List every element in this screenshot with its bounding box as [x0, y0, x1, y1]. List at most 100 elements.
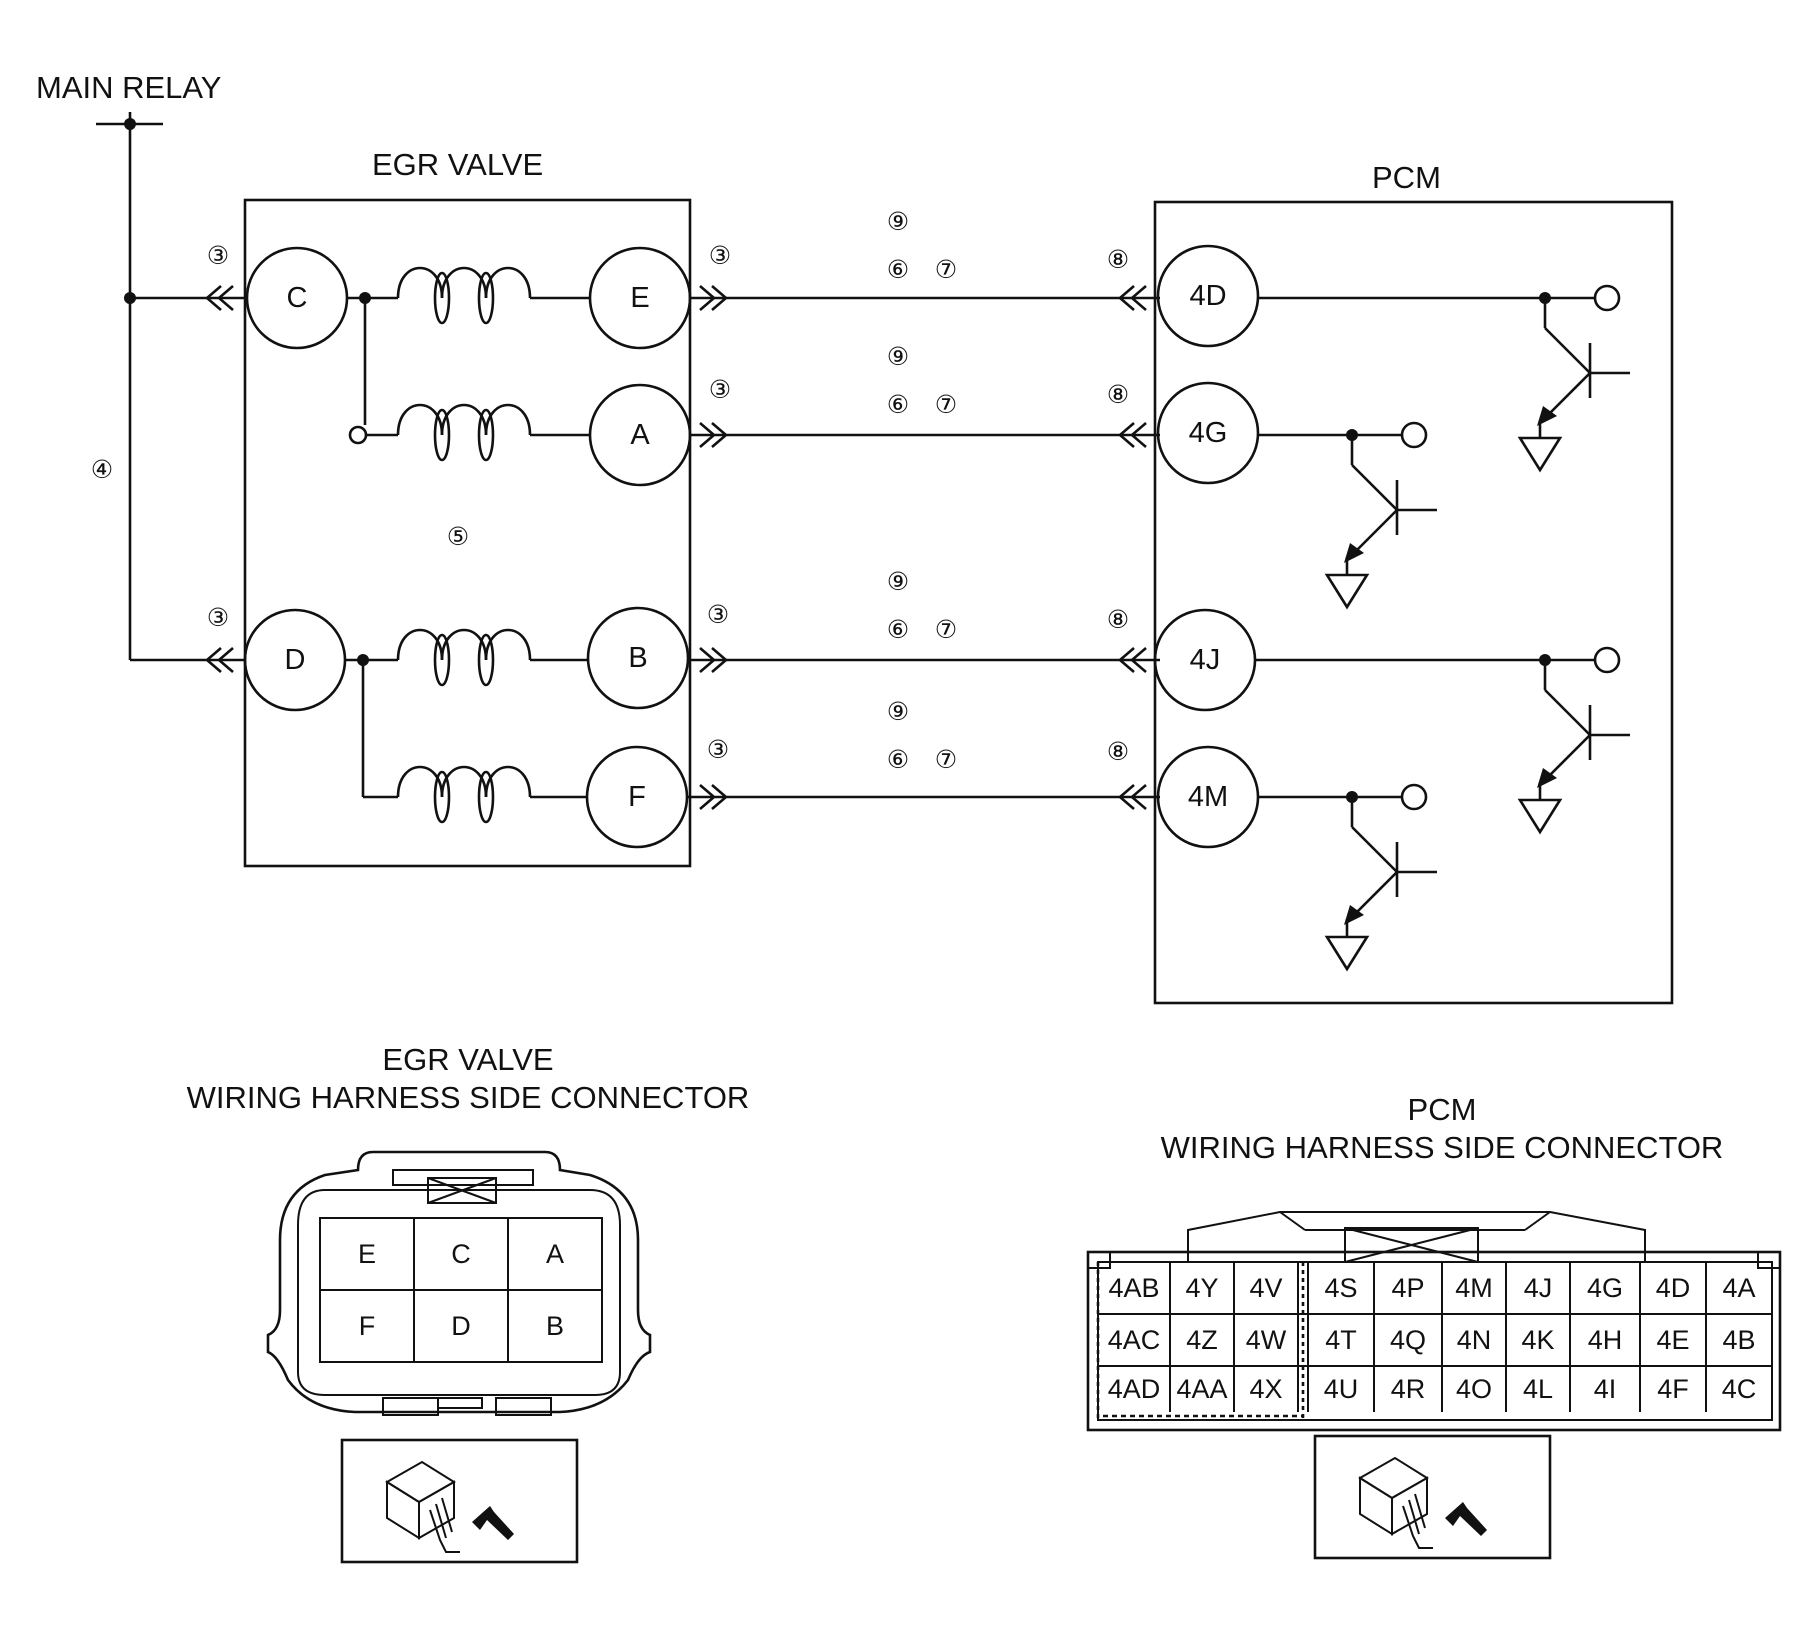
marker-3: ③ — [709, 376, 731, 404]
egr-pin-e: E — [588, 246, 692, 350]
egr-pin-a: A — [588, 383, 692, 487]
pcm-cell: 4U — [1324, 1374, 1359, 1404]
marker-9: ⑨ — [887, 698, 909, 726]
egr-connector-title: EGR VALVE — [382, 1042, 553, 1077]
marker-7: ⑦ — [935, 616, 957, 644]
svg-text:E: E — [630, 282, 649, 314]
marker-8: ⑧ — [1107, 246, 1129, 274]
pcm-drivers — [1255, 284, 1632, 971]
marker-3: ③ — [707, 601, 729, 629]
marker-9: ⑨ — [887, 208, 909, 236]
connector-view-icon — [340, 1438, 579, 1564]
egr-cell: F — [359, 1311, 376, 1341]
main-relay-wiring — [96, 112, 245, 674]
pcm-cell: 4A — [1722, 1273, 1755, 1303]
harness-lines — [687, 284, 1160, 811]
pcm-pin-4j: 4J — [1153, 608, 1257, 712]
pcm-cell: 4N — [1457, 1325, 1492, 1355]
marker-5: ⑤ — [447, 523, 469, 551]
marker-9: ⑨ — [887, 568, 909, 596]
pcm-box — [1153, 200, 1674, 1005]
egr-connector-subtitle: WIRING HARNESS SIDE CONNECTOR — [187, 1080, 750, 1115]
marker-3: ③ — [207, 604, 229, 632]
egr-cell: D — [451, 1311, 471, 1341]
egr-pin-b: B — [586, 606, 690, 710]
egr-valve-box — [243, 198, 692, 868]
pcm-cell: 4E — [1656, 1325, 1689, 1355]
egr-coils — [345, 266, 590, 824]
egr-cell: E — [358, 1239, 376, 1269]
egr-pin-f: F — [585, 745, 689, 849]
egr-cell: B — [546, 1311, 564, 1341]
pcm-cell: 4T — [1325, 1325, 1357, 1355]
pcm-label: PCM — [1372, 160, 1441, 195]
pcm-connector-cells: 4AB 4Y 4V 4S 4P 4M 4J 4G 4D 4A 4AC 4Z 4W… — [1108, 1273, 1757, 1404]
pcm-cell: 4V — [1249, 1273, 1282, 1303]
pcm-cell: 4K — [1521, 1325, 1554, 1355]
egr-connector-face: E C A F D B — [266, 1150, 652, 1416]
pcm-cell: 4S — [1324, 1273, 1357, 1303]
egr-valve-label: EGR VALVE — [372, 147, 543, 182]
egr-pin-c: C — [245, 246, 349, 350]
svg-text:4M: 4M — [1188, 781, 1228, 813]
pcm-cell: 4H — [1588, 1325, 1623, 1355]
marker-8: ⑧ — [1107, 606, 1129, 634]
pcm-connector-face: 4AB 4Y 4V 4S 4P 4M 4J 4G 4D 4A 4AC 4Z 4W… — [1086, 1211, 1782, 1432]
marker-6: ⑥ — [887, 391, 909, 419]
svg-text:D: D — [285, 644, 306, 676]
marker-3: ③ — [207, 242, 229, 270]
egr-cell: C — [451, 1239, 471, 1269]
egr-connector-cells: E C A F D B — [358, 1239, 564, 1341]
marker-7: ⑦ — [935, 746, 957, 774]
pcm-cell: 4G — [1587, 1273, 1623, 1303]
pcm-cell: 4M — [1455, 1273, 1493, 1303]
pcm-cell: 4Q — [1390, 1325, 1426, 1355]
marker-3: ③ — [709, 242, 731, 270]
pcm-cell: 4O — [1456, 1374, 1492, 1404]
svg-text:4D: 4D — [1189, 280, 1226, 312]
pcm-connector-subtitle: WIRING HARNESS SIDE CONNECTOR — [1161, 1130, 1724, 1165]
pcm-cell: 4AC — [1108, 1325, 1161, 1355]
pcm-cell: 4F — [1657, 1374, 1689, 1404]
svg-text:C: C — [287, 282, 308, 314]
svg-text:4J: 4J — [1190, 644, 1221, 676]
pcm-cell: 4W — [1246, 1325, 1287, 1355]
marker-7: ⑦ — [935, 256, 957, 284]
pcm-cell: 4AB — [1108, 1273, 1159, 1303]
marker-6: ⑥ — [887, 746, 909, 774]
pcm-cell: 4R — [1391, 1374, 1426, 1404]
svg-text:A: A — [630, 419, 650, 451]
connector-view-icon — [1313, 1434, 1552, 1560]
numbered-markers: ③ ③ ④ ⑤ ③ ③ ③ ③ ⑨ ⑥ ⑦ ⑨ ⑥ ⑦ ⑨ ⑥ ⑦ ⑨ ⑥ ⑦ … — [91, 208, 1129, 774]
marker-7: ⑦ — [935, 391, 957, 419]
pcm-cell: 4AD — [1108, 1374, 1161, 1404]
pcm-pin-4g: 4G — [1156, 381, 1260, 485]
pcm-pin-4d: 4D — [1156, 244, 1260, 348]
svg-text:B: B — [628, 642, 647, 674]
pcm-cell: 4AA — [1176, 1374, 1227, 1404]
pcm-cell: 4Y — [1185, 1273, 1218, 1303]
pcm-cell: 4J — [1524, 1273, 1553, 1303]
main-relay-label: MAIN RELAY — [36, 70, 221, 105]
egr-cell: A — [546, 1239, 564, 1269]
pcm-cell: 4P — [1391, 1273, 1424, 1303]
pcm-cell: 4L — [1523, 1374, 1553, 1404]
marker-4: ④ — [91, 456, 113, 484]
pcm-connector-title: PCM — [1408, 1092, 1477, 1127]
svg-text:4G: 4G — [1189, 417, 1228, 449]
pcm-cell: 4C — [1722, 1374, 1757, 1404]
pcm-cell: 4I — [1594, 1374, 1617, 1404]
marker-9: ⑨ — [887, 343, 909, 371]
pcm-pin-4m: 4M — [1156, 745, 1260, 849]
marker-8: ⑧ — [1107, 738, 1129, 766]
marker-6: ⑥ — [887, 616, 909, 644]
egr-pin-d: D — [243, 608, 347, 712]
marker-8: ⑧ — [1107, 381, 1129, 409]
marker-3: ③ — [707, 736, 729, 764]
pcm-cell: 4X — [1249, 1374, 1282, 1404]
pcm-cell: 4D — [1656, 1273, 1691, 1303]
svg-text:F: F — [628, 781, 646, 813]
marker-6: ⑥ — [887, 256, 909, 284]
pcm-cell: 4Z — [1186, 1325, 1218, 1355]
